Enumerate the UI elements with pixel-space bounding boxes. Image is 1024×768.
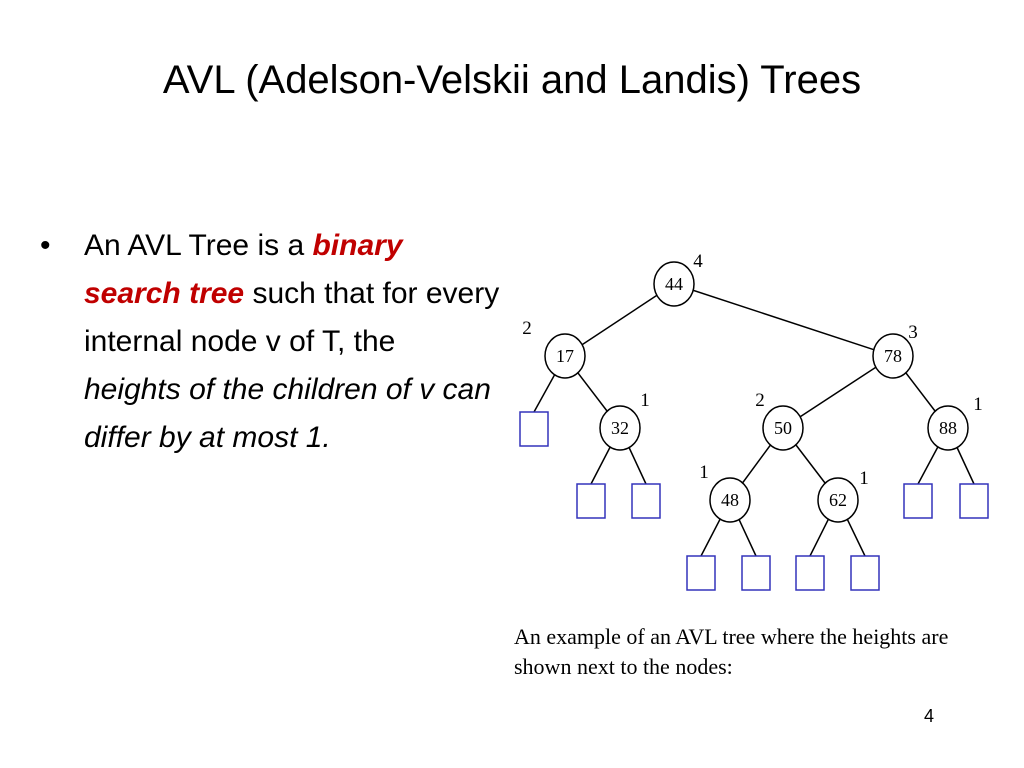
bullet-text-part1: An AVL Tree is a <box>84 229 313 262</box>
tree-node-circle <box>872 333 914 379</box>
external-leaf-square <box>795 555 825 591</box>
tree-edge <box>782 355 894 429</box>
node-key-label: 78 <box>884 346 902 366</box>
bullet-highlight: binary search tree <box>84 229 403 310</box>
tree-node-circle <box>653 261 695 307</box>
node-key-label: 32 <box>611 418 629 438</box>
node-height-label: 1 <box>640 390 650 411</box>
node-height-label: 1 <box>859 468 869 489</box>
tree-edge <box>564 283 675 357</box>
bullet-italic: heights of the children of v can differ … <box>84 373 491 454</box>
bullet-marker: • <box>40 229 51 262</box>
node-key-label: 50 <box>774 418 792 438</box>
tree-node-circle <box>817 477 859 523</box>
tree-node-circle <box>599 405 641 451</box>
node-key-label: 62 <box>829 490 847 510</box>
external-leaf-square <box>576 483 606 519</box>
tree-node-circle <box>709 477 751 523</box>
external-leaf-square <box>519 411 549 447</box>
diagram-caption: An example of an AVL tree where the heig… <box>514 624 949 679</box>
node-height-label: 1 <box>973 394 983 415</box>
slide-title: AVL (Adelson-Velskii and Landis) Trees <box>162 58 862 102</box>
external-leaf-square <box>850 555 880 591</box>
node-height-label: 2 <box>755 390 765 411</box>
node-height-label: 1 <box>699 462 709 483</box>
external-leaf-square <box>631 483 661 519</box>
tree-node-circle <box>762 405 804 451</box>
node-key-label: 48 <box>721 490 739 510</box>
external-leaf-square <box>959 483 989 519</box>
external-leaf-square <box>686 555 716 591</box>
node-key-label: 88 <box>939 418 957 438</box>
node-height-label: 3 <box>908 322 918 343</box>
bullet-text-part2: such that for every internal node v of T… <box>84 277 500 358</box>
bullet-text: An AVL Tree is a binary search tree such… <box>84 222 500 462</box>
page-number: 4 <box>924 706 935 726</box>
external-leaf-square <box>741 555 771 591</box>
tree-node-circle <box>544 333 586 379</box>
external-leaf-square <box>903 483 933 519</box>
tree-edge <box>673 283 894 357</box>
bullet-point: • An AVL Tree is a binary search tree su… <box>40 222 500 462</box>
node-key-label: 44 <box>665 274 683 294</box>
node-key-label: 17 <box>556 346 574 366</box>
node-height-label: 2 <box>522 318 532 339</box>
tree-node-circle <box>927 405 969 451</box>
node-height-label: 4 <box>693 251 703 272</box>
